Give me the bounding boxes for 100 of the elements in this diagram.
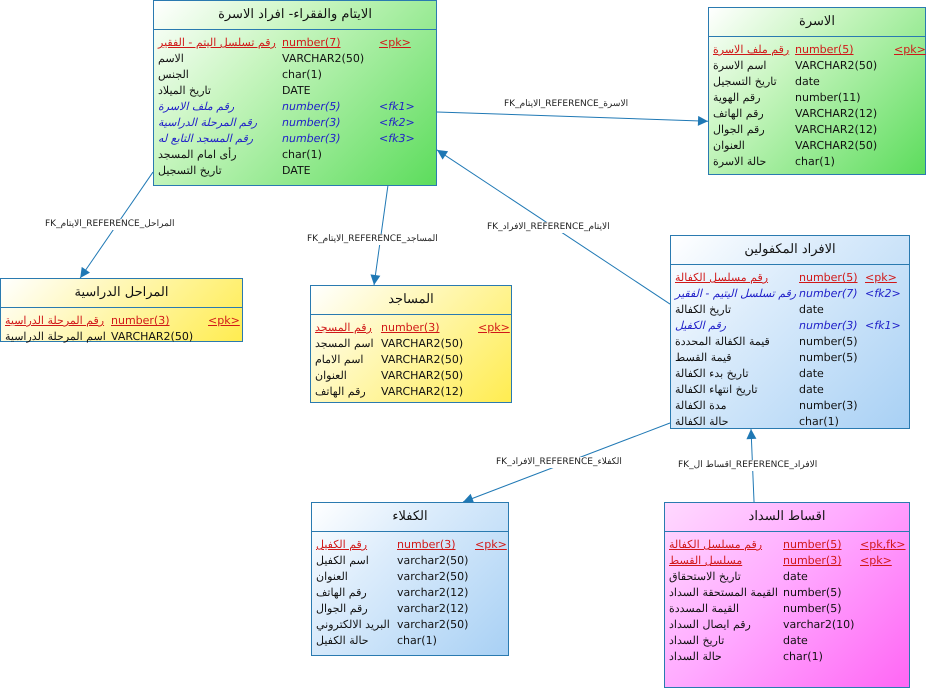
- table-title: الاسرة: [709, 8, 925, 37]
- key-label: <fk2>: [865, 287, 901, 301]
- data-type: date: [795, 75, 820, 89]
- entity-table: [153, 0, 437, 186]
- data-type: number(3): [799, 319, 858, 333]
- column-name: تاريخ السداد: [669, 634, 724, 648]
- data-type: VARCHAR2(50): [381, 353, 464, 367]
- relationship-arrow: [436, 149, 670, 305]
- edge-label: FK_الايتام_REFERENCE_المساجد: [306, 234, 439, 245]
- column-name: رقم مسلسل الكفالة: [669, 538, 762, 552]
- column-name: رقم تسلسل اليتم - الفقير: [158, 36, 276, 50]
- data-type: char(1): [282, 68, 322, 82]
- edge-label: FK_الايتام_REFERENCE_المراحل: [44, 219, 176, 230]
- data-type: number(5): [799, 351, 858, 365]
- data-type: number(3): [282, 132, 341, 146]
- relationship-arrow: [80, 172, 154, 278]
- key-label: <pk,fk>: [860, 538, 906, 552]
- entity-table: [0, 278, 243, 342]
- column-name: رقم مسلسل الكفالة: [675, 271, 768, 285]
- relationship-arrow: [370, 186, 388, 286]
- column-name: حالة الكفيل: [316, 634, 369, 648]
- key-label: <fk2>: [379, 116, 415, 130]
- table-title: اقساط السداد: [665, 503, 909, 532]
- entity-table: [310, 285, 512, 403]
- column-name: تاريخ بدء الكفالة: [675, 367, 749, 381]
- data-type: number(3): [111, 314, 170, 328]
- data-type: varchar2(50): [397, 618, 468, 632]
- key-label: <pk>: [478, 321, 510, 335]
- column-name: مدة الكفالة: [675, 399, 727, 413]
- column-name: الاسم: [158, 52, 184, 66]
- data-type: number(7): [282, 36, 341, 50]
- relationship-arrow: [436, 111, 708, 126]
- data-type: number(5): [795, 43, 854, 57]
- data-type: date: [799, 303, 824, 317]
- data-type: number(5): [783, 538, 842, 552]
- entity-table: [670, 235, 910, 429]
- column-name: رقم الجوال: [316, 602, 368, 616]
- table-title: الكفلاء: [312, 503, 508, 532]
- entity-table: [664, 502, 910, 688]
- data-type: number(5): [783, 586, 842, 600]
- data-type: char(1): [783, 650, 823, 664]
- column-name: تاريخ انتهاء الكفالة: [675, 383, 758, 397]
- table-title: الايتام والفقراء- افراد الاسرة: [154, 1, 436, 30]
- data-type: number(5): [799, 271, 858, 285]
- column-name: اسم الكفيل: [316, 554, 369, 568]
- edge-label: FK_الايتام_REFERENCE_الاسرة: [503, 99, 630, 110]
- column-name: العنوان: [316, 570, 348, 584]
- data-type: DATE: [282, 84, 311, 98]
- column-name: اسم المرحلة الدراسية: [5, 330, 106, 344]
- data-type: number(3): [282, 116, 341, 130]
- key-label: <pk>: [475, 538, 507, 552]
- column-name: رقم المرحلة الدراسية: [158, 116, 258, 130]
- key-label: <fk3>: [379, 132, 415, 146]
- column-name: الجنس: [158, 68, 189, 82]
- column-name: اسم المسجد: [315, 337, 374, 351]
- data-type: number(7): [799, 287, 858, 301]
- column-name: رقم ملف الاسرة: [713, 43, 790, 57]
- data-type: VARCHAR2(12): [795, 123, 878, 137]
- column-name: رقم المرحلة الدراسية: [5, 314, 104, 328]
- data-type: date: [799, 383, 824, 397]
- key-label: <pk>: [860, 554, 892, 568]
- column-name: حالة السداد: [669, 650, 722, 664]
- column-name: رقم الكفيل: [675, 319, 726, 333]
- data-type: char(1): [397, 634, 437, 648]
- column-name: تاريخ الميلاد: [158, 84, 211, 98]
- column-name: مسلسل القسط: [669, 554, 742, 568]
- data-type: number(3): [397, 538, 456, 552]
- column-name: القيمة المستحقة السداد: [669, 586, 778, 600]
- column-name: حالة الاسرة: [713, 155, 766, 169]
- column-name: رأى امام المسجد: [158, 148, 237, 162]
- column-name: حالة الكفالة: [675, 415, 729, 429]
- column-name: رقم الهاتف: [315, 385, 366, 399]
- data-type: number(3): [799, 399, 858, 413]
- data-type: varchar2(50): [397, 554, 468, 568]
- key-label: <fk1>: [379, 100, 415, 114]
- entity-table: [311, 502, 509, 656]
- data-type: date: [783, 634, 808, 648]
- key-label: <pk>: [379, 36, 411, 50]
- data-type: VARCHAR2(12): [795, 107, 878, 121]
- column-name: رقم المسجد التابع له: [158, 132, 254, 146]
- data-type: number(5): [783, 602, 842, 616]
- key-label: <pk>: [894, 43, 926, 57]
- data-type: number(3): [381, 321, 440, 335]
- column-name: تاريخ التسجيل: [713, 75, 777, 89]
- data-type: VARCHAR2(50): [381, 369, 464, 383]
- edge-label: FK_الافراد_REFERENCE_الايتام: [486, 222, 611, 233]
- data-type: varchar2(50): [397, 570, 468, 584]
- data-type: VARCHAR2(50): [795, 139, 878, 153]
- data-type: VARCHAR2(50): [381, 337, 464, 351]
- column-name: العنوان: [713, 139, 745, 153]
- table-title: المساجد: [311, 286, 511, 315]
- edge-label: FK_اقساط ال_REFERENCE_الافراد: [677, 460, 818, 471]
- column-name: رقم الجوال: [713, 123, 765, 137]
- data-type: varchar2(10): [783, 618, 854, 632]
- data-type: number(5): [799, 335, 858, 349]
- column-name: رقم الهاتف: [713, 107, 764, 121]
- column-name: قيمة القسط: [675, 351, 732, 365]
- column-name: رقم الهاتف: [316, 586, 367, 600]
- entity-table: [708, 7, 926, 175]
- column-name: رقم الكفيل: [316, 538, 368, 552]
